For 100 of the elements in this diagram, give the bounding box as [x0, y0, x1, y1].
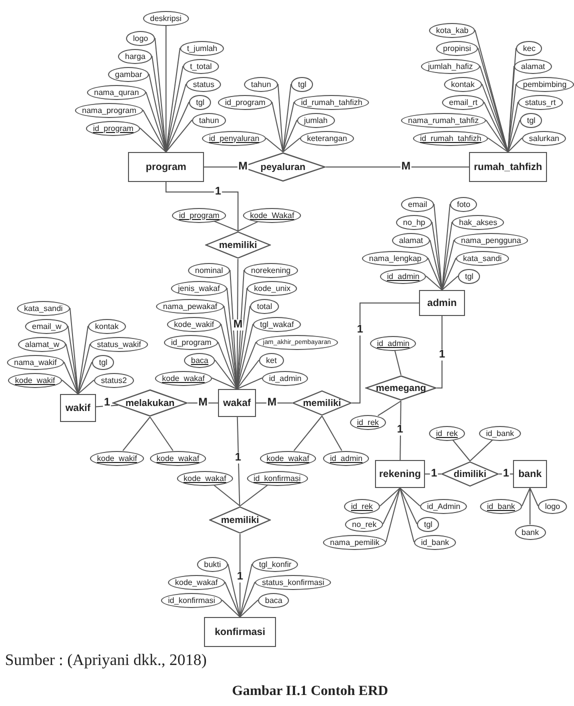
relationship-line [96, 404, 119, 408]
attribute-ellipse [362, 250, 428, 266]
attribute-ellipse [171, 280, 227, 296]
relationship-line [436, 316, 442, 388]
key-attribute-ellipse [344, 498, 380, 514]
attribute-name: id_konfirmasi [254, 472, 301, 484]
key-attribute-ellipse [172, 208, 226, 222]
attribute-ellipse [456, 250, 509, 266]
relationship-line [326, 166, 470, 168]
attribute-ellipse [25, 318, 68, 334]
attribute-line [236, 342, 256, 390]
attribute-line [240, 582, 256, 618]
attribute-ellipse [516, 76, 574, 92]
attribute-line [166, 120, 192, 152]
attribute-name: logo [133, 32, 148, 44]
attribute-name: hak_akses [459, 216, 498, 228]
entity-name: wakif [65, 402, 90, 414]
attribute-ellipse [345, 516, 384, 532]
attribute-name: kode_wakaf [184, 472, 226, 484]
attribute-ellipse [247, 280, 298, 296]
attribute-line [222, 600, 240, 618]
attribute-name: id_program [93, 122, 134, 134]
key-attribute-ellipse [380, 268, 426, 284]
attribute-ellipse [218, 94, 272, 110]
attribute-name: salurkan [529, 132, 560, 144]
attribute-name: kode_wakaf [156, 452, 200, 464]
attribute-name: id_rek [436, 428, 458, 438]
entity-box [218, 389, 256, 417]
cardinality-label: M [237, 162, 249, 172]
attribute-ellipse [442, 94, 484, 110]
entity-name: program [146, 162, 186, 172]
relationship-line [236, 416, 240, 507]
attribute-ellipse [258, 592, 290, 608]
attribute-name: kontak [95, 320, 119, 332]
attribute-name: nama_quran [94, 86, 139, 98]
attribute-ellipse [126, 30, 156, 46]
attribute-name: keterangan [307, 132, 348, 144]
attribute-name: no_rek [352, 518, 376, 530]
attribute-name: id_Admin [427, 500, 460, 512]
key-attribute-ellipse [86, 120, 140, 136]
attribute-name: kode_wakaf [266, 452, 310, 464]
attribute-line [486, 120, 508, 152]
entity-name: rumah_tahfizh [474, 162, 542, 172]
attribute-ellipse [94, 372, 134, 388]
attribute-ellipse [156, 298, 224, 314]
attribute-line [508, 120, 520, 152]
attribute-name: id_admin [377, 338, 410, 348]
attribute-line [78, 380, 94, 394]
attribute-line [62, 380, 78, 394]
attribute-ellipse [180, 40, 224, 56]
attribute-name: email_rt [449, 96, 478, 108]
attribute-name: ket [266, 354, 277, 366]
entity-box [513, 460, 547, 488]
attribute-name: logo [545, 500, 560, 512]
attribute-ellipse [291, 76, 314, 92]
attribute-name: kec [523, 42, 536, 54]
attribute-line [530, 488, 538, 506]
attribute-line [78, 344, 90, 394]
attribute-name: kata_sandi [463, 252, 502, 264]
attribute-name: id_program [225, 96, 266, 108]
attribute-ellipse [167, 316, 222, 332]
entity-box [375, 460, 425, 488]
relationship-diamond [365, 375, 437, 401]
attribute-line [240, 564, 252, 618]
attribute-line [236, 360, 260, 390]
attribute-name: id_bank [486, 428, 514, 438]
attribute-name: kontak [451, 78, 475, 90]
attribute-name: baca [191, 354, 208, 366]
attribute-name: id_rumah_tahfizh [301, 96, 362, 108]
attribute-line [142, 110, 166, 152]
attribute-name: id_admin [387, 270, 420, 282]
attribute-ellipse [259, 352, 284, 368]
attribute-ellipse [300, 130, 354, 146]
attribute-ellipse [262, 370, 308, 386]
attribute-line [400, 488, 418, 524]
attribute-name: t_jumlah [187, 42, 218, 54]
attribute-name: status_wakif [97, 338, 142, 350]
attribute-name: kode_wakaf [162, 372, 205, 384]
cardinality-label: 1 [438, 350, 446, 360]
attribute-line [428, 258, 442, 290]
attribute-ellipse [87, 84, 146, 100]
attribute-name: kode_wakif [174, 318, 214, 330]
attribute-ellipse [186, 76, 222, 92]
attribute-line [426, 276, 442, 290]
attribute-line [236, 378, 262, 390]
attribute-ellipse [168, 574, 225, 590]
relationship-diamond [205, 231, 271, 259]
attribute-name: gambar [115, 68, 142, 80]
attribute-ellipse [479, 426, 522, 440]
attribute-ellipse [396, 214, 432, 230]
attribute-line [218, 342, 238, 390]
attribute-ellipse [514, 524, 546, 540]
relationship-diamond [441, 461, 499, 487]
relationship-name: peyaluran [260, 162, 306, 172]
attribute-ellipse [458, 268, 480, 284]
cardinality-label: 1 [502, 468, 510, 480]
entity-name: bank [518, 468, 542, 480]
attribute-ellipse [297, 112, 335, 128]
attribute-name: jenis_wakaf [178, 282, 220, 294]
attribute-ellipse [450, 196, 478, 212]
